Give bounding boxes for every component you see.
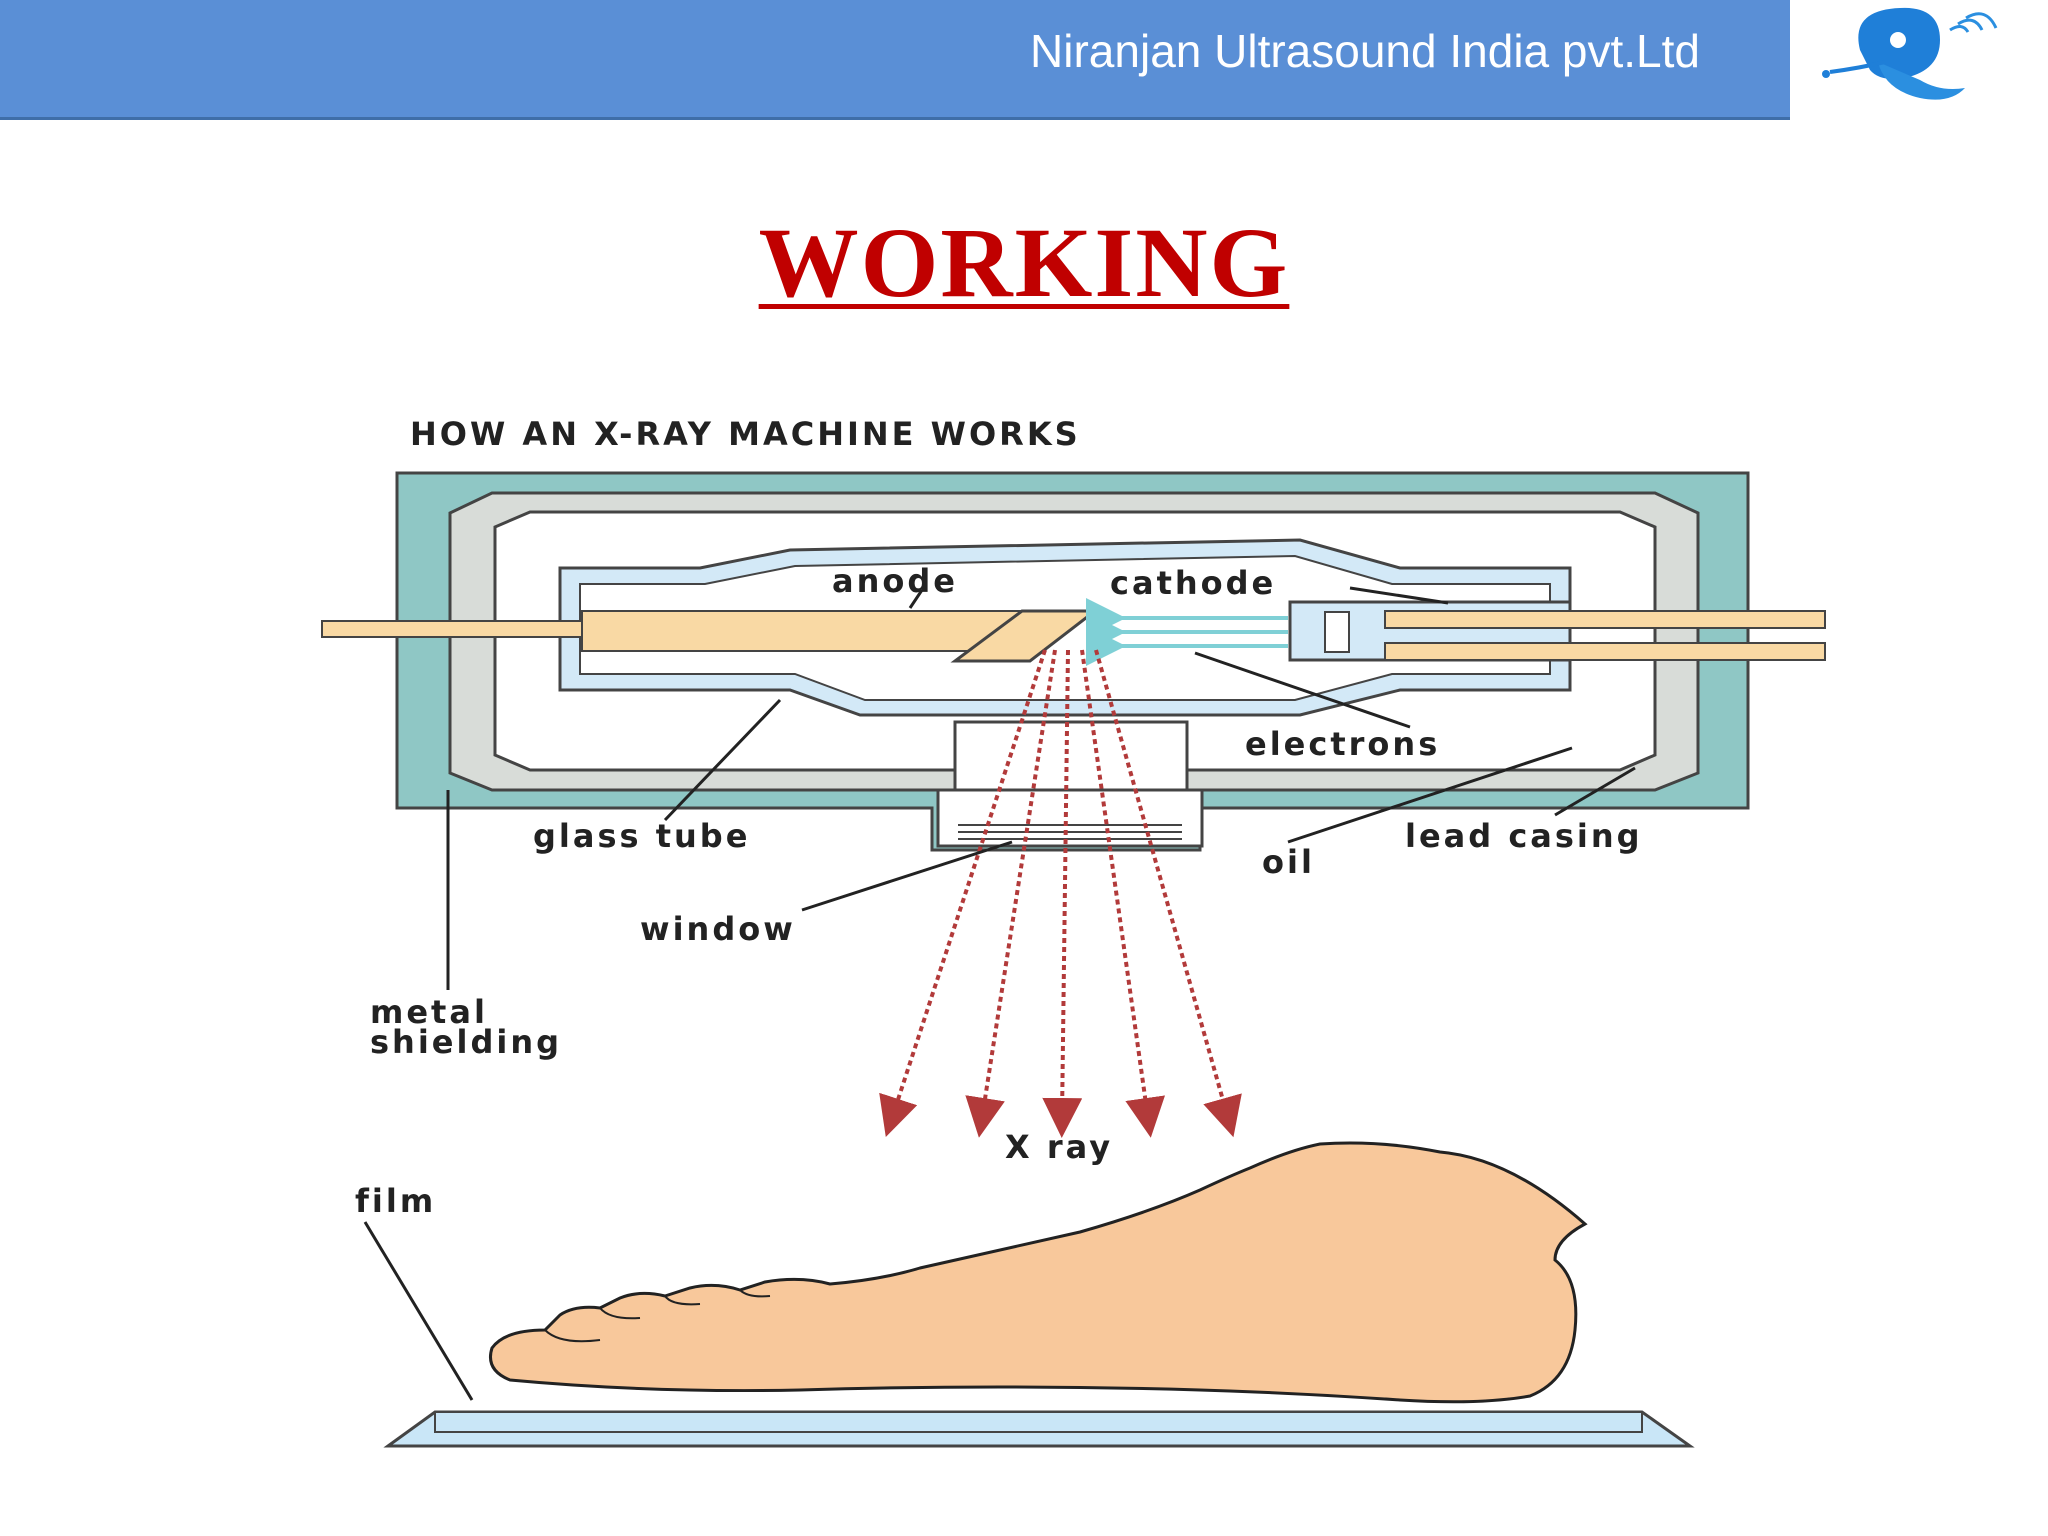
- leader-lines: [363, 586, 1636, 1401]
- cathode-lead-bottom: [1384, 642, 1826, 661]
- toes: [544, 1289, 771, 1343]
- diagram-heading: HOW AN X-RAY MACHINE WORKS: [410, 415, 1081, 453]
- label-metal: metal: [370, 993, 488, 1031]
- anode: [581, 610, 1023, 652]
- label-electrons: electrons: [1245, 725, 1440, 763]
- label-glass-tube: glass tube: [533, 817, 750, 855]
- header-bar: Niranjan Ultrasound India pvt.Ltd: [0, 0, 1790, 120]
- label-window: window: [640, 910, 796, 948]
- label-oil: oil: [1262, 843, 1315, 881]
- film-plate: [434, 1411, 1643, 1433]
- anode-lead: [321, 620, 583, 638]
- anode-target: [950, 609, 1100, 663]
- window-frame: [936, 788, 1204, 848]
- window-housing: [953, 720, 1189, 792]
- electron-beams: [1086, 598, 1288, 666]
- cathode-lead-top: [1384, 610, 1826, 629]
- foot: [489, 1141, 1588, 1404]
- wave-logo-icon: [1822, 7, 1998, 100]
- company-name: Niranjan Ultrasound India pvt.Ltd: [1030, 25, 1700, 77]
- slide-title: WORKING: [758, 207, 1290, 318]
- label-x-ray: X ray: [1005, 1128, 1113, 1166]
- label-cathode: cathode: [1110, 564, 1276, 602]
- label-lead-casing: lead casing: [1405, 817, 1643, 855]
- label-shielding: shielding: [370, 1023, 562, 1061]
- label-film: film: [355, 1182, 436, 1220]
- label-anode: anode: [832, 562, 958, 600]
- x-ray-beams: [879, 649, 1242, 1138]
- cathode-filament: [1324, 611, 1350, 653]
- logo: [1790, 0, 2048, 122]
